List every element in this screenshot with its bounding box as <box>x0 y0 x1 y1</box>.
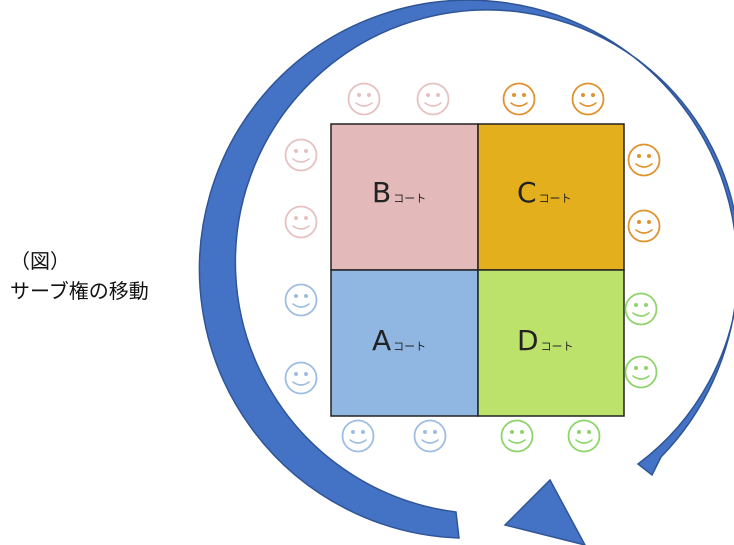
smiley-face-icon <box>627 143 661 177</box>
player-faces <box>284 82 661 453</box>
court-c-letter: C <box>517 176 537 209</box>
smiley-face-icon <box>284 361 318 395</box>
smiley-face-icon <box>500 419 534 453</box>
smiley-face-icon <box>502 82 536 116</box>
smiley-face-icon <box>413 419 447 453</box>
caption-figure-label: （図） <box>10 249 70 273</box>
rotation-arrowhead <box>503 478 586 545</box>
court-a-suffix: コート <box>393 340 426 353</box>
court-b-suffix: コート <box>393 192 426 205</box>
smiley-face-icon <box>627 209 661 243</box>
court-b-letter: B <box>372 176 391 209</box>
court-a-letter: A <box>372 324 391 357</box>
rotation-arrow-ring <box>198 0 734 539</box>
court-c-suffix: コート <box>539 192 572 205</box>
smiley-face-icon <box>416 82 450 116</box>
smiley-face-icon <box>347 82 381 116</box>
court-a <box>330 269 479 417</box>
smiley-face-icon <box>284 283 318 317</box>
figure-caption: （図） サーブ権の移動 <box>10 246 149 306</box>
smiley-face-icon <box>624 355 658 389</box>
caption-title: サーブ権の移動 <box>10 279 149 303</box>
smiley-face-icon <box>624 292 658 326</box>
circular-arrow-icon <box>198 0 734 545</box>
court-d-suffix: コート <box>541 340 574 353</box>
smiley-face-icon <box>567 419 601 453</box>
smiley-face-icon <box>284 205 318 239</box>
smiley-face-icon <box>571 82 605 116</box>
smiley-face-icon <box>341 419 375 453</box>
smiley-face-icon <box>284 138 318 172</box>
court-d <box>477 269 625 417</box>
court-d-letter: D <box>517 324 539 357</box>
